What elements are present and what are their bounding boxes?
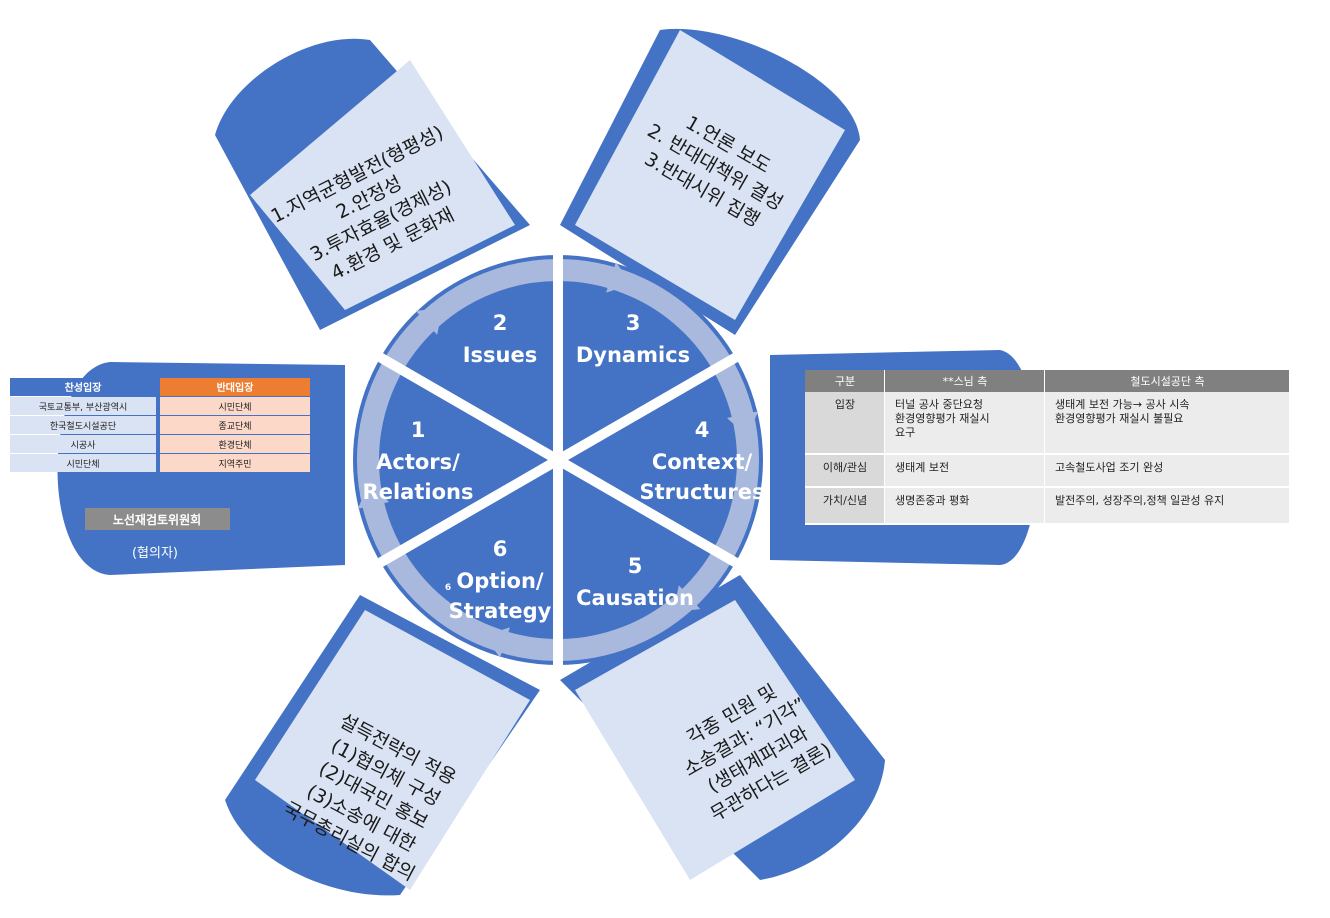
context-cell-bg	[805, 488, 884, 523]
context-header-bg	[805, 370, 884, 392]
context-header: 철도시설공단 측	[1130, 375, 1204, 388]
petal-strategy	[225, 595, 540, 896]
context-key: 이해/관심	[823, 460, 867, 474]
oppose-row	[160, 435, 310, 453]
ring-arrowhead	[606, 262, 632, 293]
ring-arrowhead	[673, 585, 701, 612]
ring-arrowhead	[415, 308, 443, 335]
support-cell: 시민단체	[66, 459, 99, 470]
segment-label: Actors/	[376, 450, 460, 474]
context-a: 요구	[895, 426, 915, 439]
segment-number: 4	[695, 418, 710, 442]
context-cell-bg	[1045, 392, 1289, 453]
petal-dynamics	[560, 28, 860, 336]
support-cell: 국토교통부, 부산광역시	[39, 401, 128, 413]
support-header: 찬성입장	[65, 381, 103, 394]
segment-number: 1	[411, 418, 426, 442]
oppose-header: 반대입장	[217, 381, 255, 394]
context-header-bg	[1045, 370, 1289, 392]
oppose-header-bg	[160, 378, 310, 396]
petal-causation	[560, 575, 885, 880]
segment-number: 6	[493, 537, 508, 561]
support-row	[10, 435, 156, 453]
context-b: 발전주의, 성장주의,정책 일관성 유지	[1055, 493, 1224, 507]
segment-label-2: Relations	[363, 480, 474, 504]
segment-label-2: Strategy	[449, 599, 552, 623]
segment-label: Option/	[456, 569, 543, 593]
context-cell-bg	[805, 455, 884, 486]
context-a: 환경영향평가 재실시	[895, 412, 990, 425]
segment-label: Context/	[652, 450, 753, 474]
context-b: 고속철도사업 조기 완성	[1055, 461, 1163, 474]
context-header: 구분	[835, 375, 855, 388]
segment-label: Dynamics	[576, 343, 690, 367]
context-a: 터널 공사 중단요청	[895, 398, 983, 411]
wheel-divider	[555, 349, 745, 465]
context-cell-bg	[885, 455, 1044, 486]
committee-label: 노선재검토위원회	[113, 512, 201, 527]
oppose-cell: 시민단체	[218, 402, 251, 413]
context-a: 생명존중과 평화	[895, 494, 969, 507]
oppose-row	[160, 416, 310, 434]
ring-arrowhead	[357, 483, 390, 509]
context-key: 입장	[835, 398, 855, 411]
wheel-divider	[555, 455, 745, 571]
oppose-row	[160, 454, 310, 472]
context-header-bg	[885, 370, 1044, 392]
wheel-divider	[371, 349, 561, 465]
support-row	[10, 416, 156, 434]
oppose-cell: 종교단체	[218, 421, 251, 432]
segment-label-2: Structures	[639, 480, 764, 504]
support-row	[10, 397, 156, 415]
support-cell: 시공사	[71, 440, 97, 451]
segment-label: Causation	[576, 586, 694, 610]
oppose-row	[160, 397, 310, 415]
context-cell-bg	[1045, 455, 1289, 486]
context-header: **스님 측	[943, 375, 988, 388]
segment-number: 5	[628, 554, 643, 578]
oppose-cell: 지역주민	[218, 459, 251, 470]
ring-arrowhead	[484, 627, 510, 658]
context-key: 가치/신념	[823, 494, 867, 507]
context-cell-bg	[885, 488, 1044, 523]
support-cell: 한국철도시설공단	[50, 421, 116, 432]
context-b: 환경영향평가 재실시 불필요	[1055, 412, 1183, 425]
context-cell-bg	[1045, 488, 1289, 523]
segment-number: 3	[626, 311, 641, 335]
context-b: 생태계 보전 가능→ 공사 시속	[1055, 398, 1190, 411]
segment-small-mark: 6	[445, 583, 451, 593]
segment-number: 2	[493, 311, 508, 335]
committee-sub: (협의자)	[132, 546, 178, 561]
committee-bg	[85, 508, 230, 530]
petal-issues	[215, 38, 530, 331]
support-row	[10, 454, 156, 472]
support-header-bg	[10, 378, 156, 396]
context-cell-bg	[805, 392, 884, 453]
context-a: 생태계 보전	[895, 461, 949, 474]
oppose-cell: 환경단체	[218, 439, 251, 451]
ring-arrowhead	[726, 411, 759, 437]
context-cell-bg	[885, 392, 1044, 453]
wheel-divider	[371, 455, 561, 571]
segment-label: Issues	[463, 343, 538, 367]
